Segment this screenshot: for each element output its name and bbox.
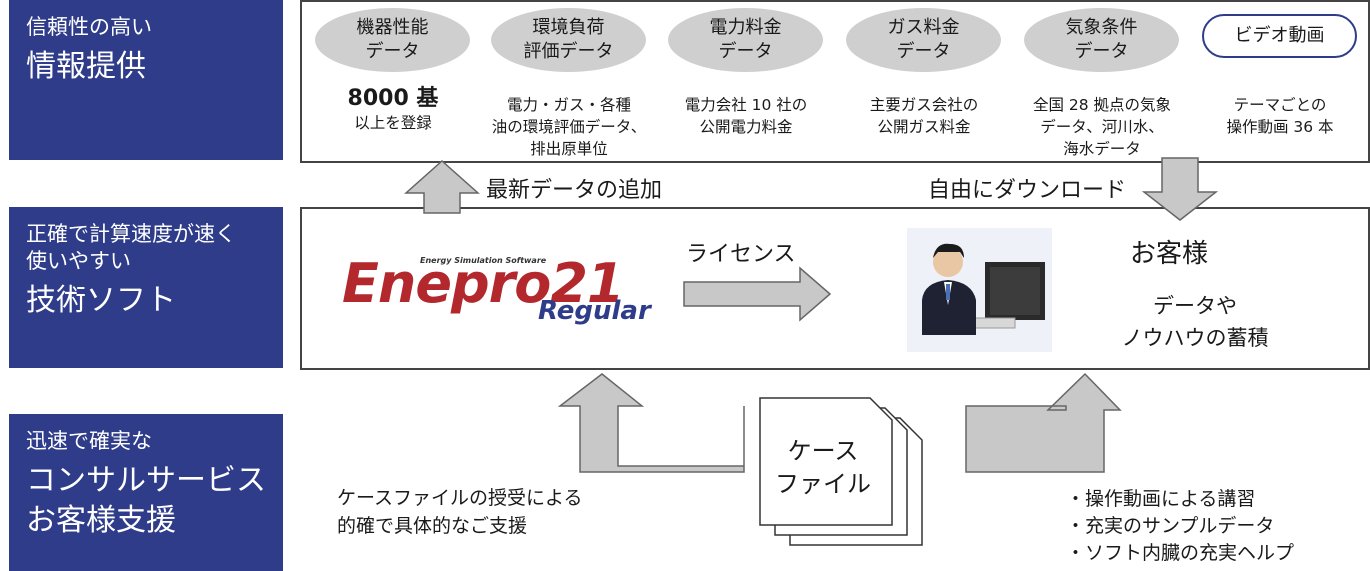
desc-weather-line1: 全国 28 拠点の気象 [1032,96,1172,114]
desc-video-line2: 操作動画 36 本 [1226,118,1334,136]
bent-arrow-left [557,373,745,473]
software-panel [300,207,1370,370]
oval-electricity-data: 電力料金 データ [668,8,823,72]
note-left: ケースファイルの授受による 的確で具体的なご支援 [337,484,582,540]
label-consulting-title-1: コンサルサービス [26,463,266,498]
desc-weather-line3: 海水データ [1063,140,1141,158]
oval-electricity-line2: データ [718,41,773,62]
oval-equipment-line1: 機器性能 [356,17,429,38]
oval-weather-line1: 気象条件 [1065,17,1138,38]
bent-arrow-right [965,372,1122,473]
customer-desc: データや ノウハウの蓄積 [1095,290,1295,354]
case-file-label: ケース ファイル [760,435,886,501]
desc-environment: 電力・ガス・各種 油の環境評価データ、 排出原単位 [481,94,657,160]
case-file-line2: ファイル [775,470,871,498]
customer-title: お客様 [1130,239,1209,269]
case-file-line1: ケース [787,437,859,465]
person-body-icon [922,280,976,335]
desc-video: テーマごとの 操作動画 36 本 [1192,94,1368,138]
down-arrow-download [1141,157,1219,221]
license-arrow [683,266,832,322]
up-arrow-add [404,159,480,214]
oval-gas-line2: データ [896,41,951,62]
oval-environment-line2: 評価データ [523,41,614,62]
note-right-line2: ・充実のサンプルデータ [1066,515,1275,537]
desc-equipment-line1: 以上を登録 [354,114,432,132]
desc-electricity-line2: 公開電力料金 [699,118,793,136]
logo-sub: Regular [538,296,651,326]
desc-electricity-line1: 電力会社 10 社の [684,96,808,114]
label-consulting-title-2: お客様支援 [26,503,176,538]
desc-gas-line2: 公開ガス料金 [877,118,971,136]
label-software-sub-1: 正確で計算速度が速く [26,222,236,246]
desc-electricity: 電力会社 10 社の 公開電力料金 [658,94,834,138]
desc-gas: 主要ガス会社の 公開ガス料金 [836,94,1012,138]
free-download-label: 自由にダウンロード [928,178,1127,203]
customer-desc-line2: ノウハウの蓄積 [1121,326,1269,350]
note-right: ・操作動画による講習 ・充実のサンプルデータ ・ソフト内臓の充実ヘルプ [1066,486,1294,567]
oval-equipment-line2: データ [365,41,420,62]
desc-equipment-headline: 8000 基 [347,86,439,111]
oval-equipment-data: 機器性能 データ [315,8,470,72]
label-information-title: 情報提供 [26,49,146,84]
oval-video-label: ビデオ動画 [1234,25,1325,46]
note-right-line1: ・操作動画による講習 [1066,488,1256,510]
label-consulting-sub: 迅速で確実な [26,429,152,453]
oval-weather-data: 気象条件 データ [1024,8,1179,72]
oval-electricity-line1: 電力料金 [709,17,782,38]
desc-equipment: 8000 基 以上を登録 [305,86,481,134]
desc-video-line1: テーマごとの [1233,96,1327,114]
desc-environment-line3: 排出原単位 [530,140,608,158]
oval-environment-line1: 環境負荷 [532,17,605,38]
label-software-sub-2: 使いやすい [26,249,131,273]
desc-weather: 全国 28 拠点の気象 データ、河川水、 海水データ [1014,94,1190,160]
desc-weather-line2: データ、河川水、 [1040,118,1164,136]
label-software: 正確で計算速度が速く 使いやすい 技術ソフト [9,207,283,368]
license-label: ライセンス [686,242,796,267]
oval-environment-data: 環境負荷 評価データ [491,8,646,72]
note-right-line3: ・ソフト内臓の充実ヘルプ [1066,542,1295,564]
oval-weather-line2: データ [1074,41,1129,62]
oval-gas-line1: ガス料金 [887,17,960,38]
case-card-front [759,397,893,526]
desc-environment-line1: 電力・ガス・各種 [506,96,631,114]
note-left-line2: 的確で具体的なご支援 [337,515,528,537]
label-information: 信頼性の高い 情報提供 [9,0,283,160]
desc-environment-line2: 油の環境評価データ、 [491,118,647,136]
label-software-title: 技術ソフト [26,283,176,318]
customer-desc-line1: データや [1153,294,1237,318]
oval-video: ビデオ動画 [1202,14,1357,58]
logo-tagline: Energy Simulation Software [420,256,547,265]
label-information-sub: 信頼性の高い [26,15,152,39]
desc-gas-line1: 主要ガス会社の [869,96,979,114]
note-left-line1: ケースファイルの授受による [337,487,583,509]
data-panel [300,0,1370,163]
logo-main: Enepro21 [342,252,624,315]
label-consulting: 迅速で確実な コンサルサービス お客様支援 [9,414,283,571]
add-latest-label: 最新データの追加 [486,178,663,203]
person-head-icon [933,247,963,277]
oval-gas-data: ガス料金 データ [846,8,1001,72]
